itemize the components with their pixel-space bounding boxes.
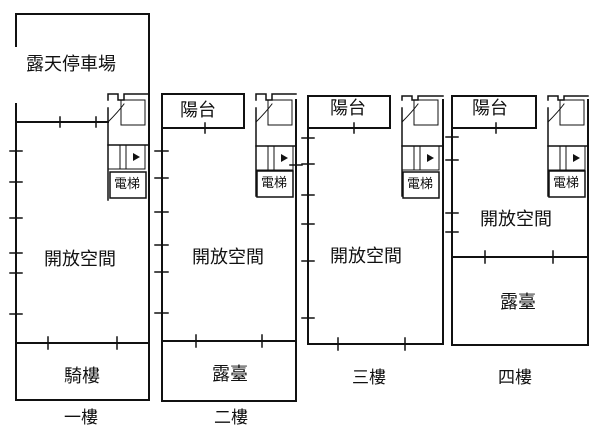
floor-2-title: 二樓 bbox=[214, 408, 248, 428]
floor-1-core bbox=[107, 93, 150, 201]
floor-1-title: 一樓 bbox=[64, 408, 98, 428]
floor-3-walls bbox=[307, 95, 444, 345]
floor-4-core bbox=[547, 95, 589, 198]
floor-1-parking-label: 露天停車場 bbox=[26, 54, 116, 75]
floor-2-terrace-label: 露臺 bbox=[212, 364, 248, 385]
floor-1-open-space-label: 開放空間 bbox=[44, 249, 116, 270]
floor-1-windows bbox=[9, 116, 118, 350]
floor-2-windows bbox=[154, 122, 303, 348]
floor-3-title: 三樓 bbox=[352, 368, 386, 388]
floor-3-core bbox=[401, 95, 444, 199]
floor-2-balcony-label: 陽台 bbox=[180, 100, 216, 121]
floor-2-elevator-label: 電梯 bbox=[261, 176, 288, 191]
floor-2-core bbox=[255, 93, 297, 198]
floor-4-open-space-label: 開放空間 bbox=[480, 209, 552, 230]
floor-3-open-space-label: 開放空間 bbox=[330, 246, 402, 267]
floor-4-balcony-label: 陽台 bbox=[472, 98, 508, 119]
floor-4-windows bbox=[445, 122, 554, 264]
floor-3-elevator-label: 電梯 bbox=[407, 177, 434, 192]
floor-1-walls bbox=[15, 13, 150, 401]
floor-4-elevator-label: 電梯 bbox=[553, 176, 580, 191]
floor-1-elevator-label: 電梯 bbox=[114, 177, 141, 192]
floor-3-windows bbox=[301, 122, 406, 351]
floor-1-arcade-label: 騎樓 bbox=[64, 366, 100, 387]
stair-arrows bbox=[133, 153, 580, 162]
floor-4-terrace-label: 露臺 bbox=[500, 292, 536, 313]
floor-4-title: 四樓 bbox=[498, 368, 532, 388]
floor-3-balcony-label: 陽台 bbox=[330, 98, 366, 119]
floor-2-walls bbox=[161, 93, 297, 402]
floor-2-open-space-label: 開放空間 bbox=[192, 247, 264, 268]
